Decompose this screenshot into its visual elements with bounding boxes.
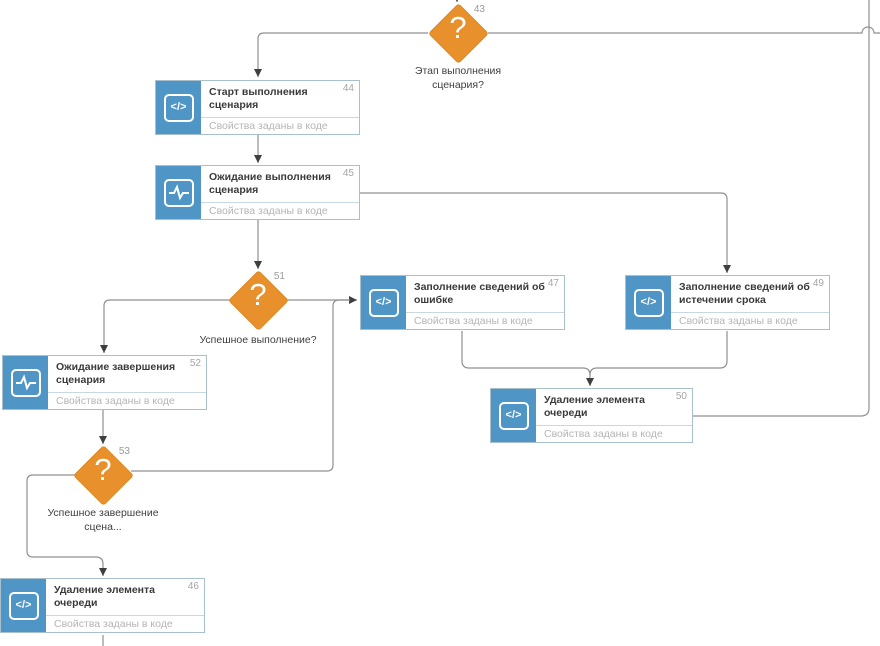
- pulse-icon: [3, 356, 48, 409]
- node-number: 45: [342, 168, 354, 179]
- connector-47-to-50[interactable]: [461, 331, 594, 386]
- node-number: 53: [118, 446, 130, 457]
- decision-node-stage-of-execution[interactable]: ? 43: [428, 3, 489, 64]
- code-icon: </>: [361, 276, 406, 329]
- action-node-delete-queue-item-46[interactable]: </> 46 Удаление элемента очереди Свойств…: [0, 578, 205, 633]
- node-subtitle: Свойства заданы в коде: [406, 312, 564, 329]
- question-mark-icon: ?: [94, 452, 112, 487]
- code-icon: </>: [491, 389, 536, 442]
- decision-label-successful-execution: Успешное выполнение?: [199, 334, 317, 346]
- code-icon: </>: [626, 276, 671, 329]
- node-title: Старт выполнения сценария: [209, 86, 308, 111]
- node-number: 52: [189, 358, 201, 369]
- node-title: Заполнение сведений об ошибке: [414, 281, 545, 306]
- node-subtitle: Свойства заданы в коде: [48, 392, 206, 409]
- node-number: 50: [675, 391, 687, 402]
- connector-50-offscreen-top[interactable]: [693, 0, 870, 417]
- decision-label-successful-completion: Успешное завершение сцена...: [47, 507, 159, 533]
- node-subtitle: Свойства заданы в коде: [201, 202, 359, 219]
- action-node-delete-queue-item-50[interactable]: </> 50 Удаление элемента очереди Свойств…: [490, 388, 693, 443]
- node-number: 44: [342, 83, 354, 94]
- connector-43-offscreen-right[interactable]: [488, 26, 880, 34]
- action-node-wait-scenario-completion[interactable]: 52 Ожидание завершения сценария Свойства…: [2, 355, 207, 410]
- decision-node-successful-completion[interactable]: ? 53: [73, 445, 134, 506]
- action-node-wait-scenario-execution[interactable]: 45 Ожидание выполнения сценария Свойства…: [155, 165, 360, 220]
- decision-node-successful-execution[interactable]: ? 51: [228, 270, 289, 331]
- decision-label-stage: Этап выполнения сценария?: [414, 65, 502, 91]
- code-icon: </>: [1, 579, 46, 632]
- node-number: 49: [812, 278, 824, 289]
- node-title: Удаление элемента очереди: [54, 584, 156, 609]
- action-node-fill-timeout-info[interactable]: </> 49 Заполнение сведений об истечении …: [625, 275, 830, 330]
- node-number: 51: [273, 271, 285, 282]
- code-icon: </>: [156, 81, 201, 134]
- node-title: Ожидание выполнения сценария: [209, 171, 331, 196]
- node-subtitle: Свойства заданы в коде: [46, 615, 204, 632]
- action-node-fill-error-info[interactable]: </> 47 Заполнение сведений об ошибке Сво…: [360, 275, 565, 330]
- node-number: 46: [187, 581, 199, 592]
- pulse-icon: [156, 166, 201, 219]
- connector-49-to-50[interactable]: [589, 331, 728, 376]
- connector-45-to-49[interactable]: [360, 192, 731, 273]
- node-title: Ожидание завершения сценария: [56, 361, 176, 386]
- node-subtitle: Свойства заданы в коде: [201, 117, 359, 134]
- question-mark-icon: ?: [249, 277, 267, 312]
- node-title: Удаление элемента очереди: [544, 394, 646, 419]
- node-subtitle: Свойства заданы в коде: [536, 425, 692, 442]
- question-mark-icon: ?: [449, 10, 467, 45]
- node-number: 43: [473, 4, 485, 15]
- action-node-start-scenario[interactable]: </> 44 Старт выполнения сценария Свойств…: [155, 80, 360, 135]
- node-number: 47: [547, 278, 559, 289]
- node-subtitle: Свойства заданы в коде: [671, 312, 829, 329]
- node-title: Заполнение сведений об истечении срока: [679, 281, 810, 306]
